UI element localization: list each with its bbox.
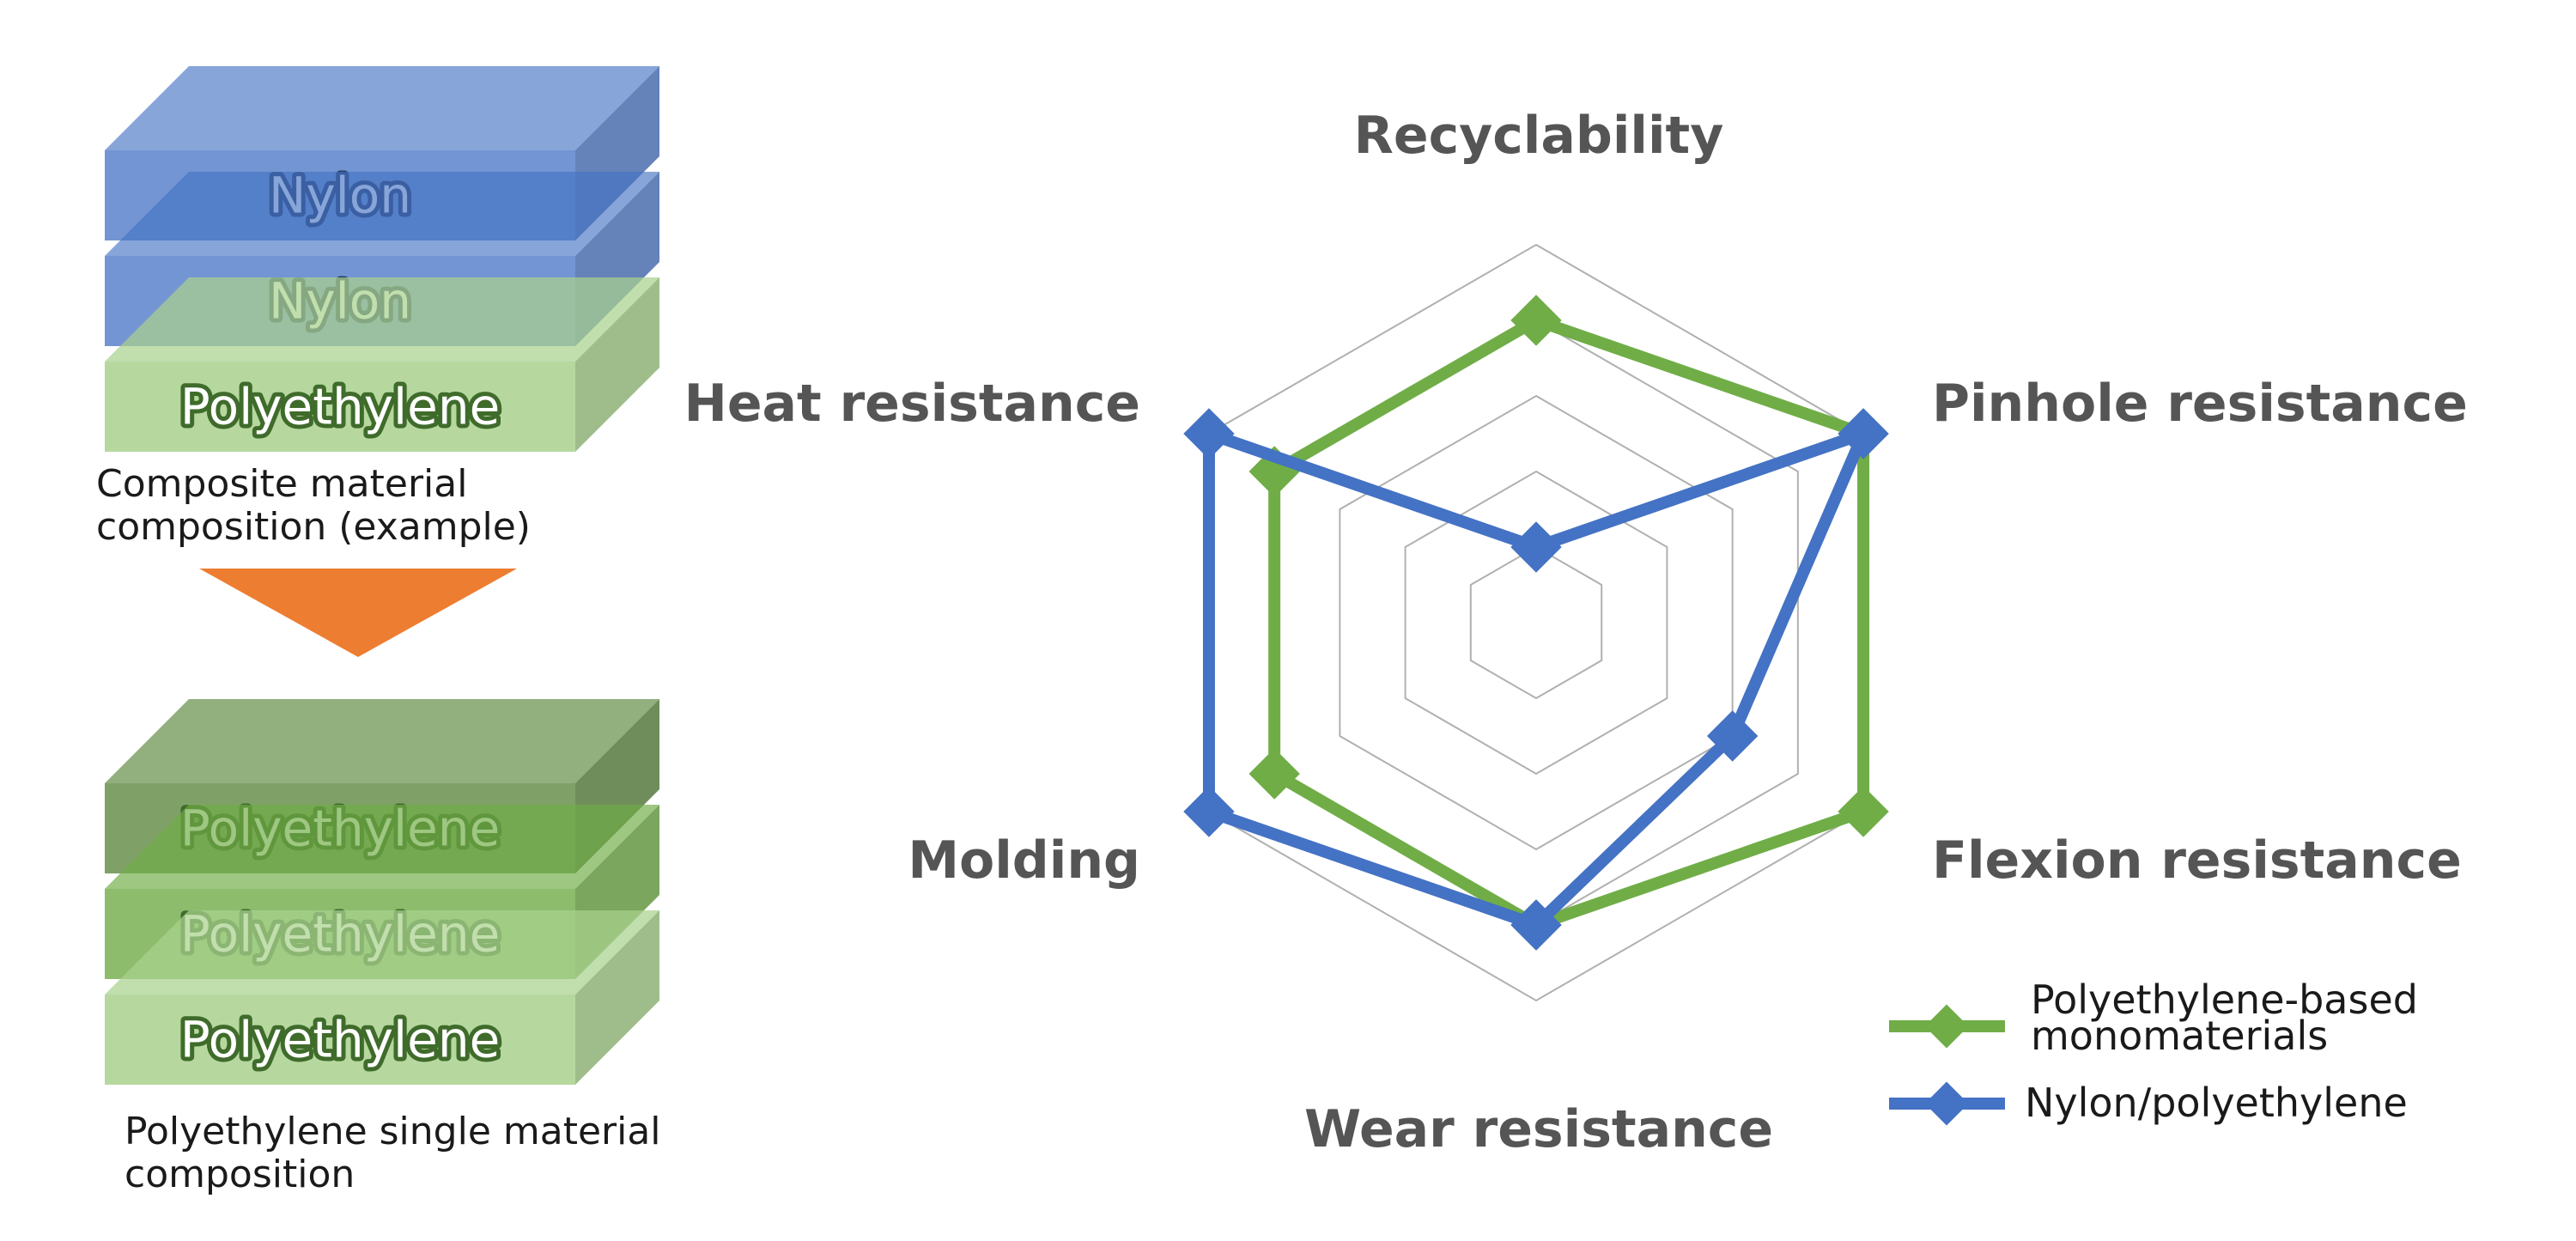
point-polyethylene-1 — [1510, 295, 1562, 346]
axis-label-wear-resistance: Wear resistance — [1304, 1099, 1773, 1159]
axis-label-heat-resistance: Heat resistance — [684, 374, 1140, 434]
composite-caption-line1: Composite material — [96, 462, 467, 506]
axis-label-recyclability: Recyclability — [1354, 106, 1724, 166]
single-caption-line1: Polyethylene single material — [125, 1110, 661, 1153]
single-layer-3: Polyethylene — [105, 910, 659, 1085]
point-nylon-6 — [1183, 408, 1235, 459]
down-arrow — [199, 569, 517, 657]
axis-label-flexion-resistance: Flexion resistance — [1932, 830, 2462, 891]
composite-layer-2-top — [105, 172, 659, 256]
composite-layer-3-side — [575, 277, 659, 452]
single-layer-3-label: Polyethylene — [180, 1011, 501, 1069]
single-layer-3-side — [575, 910, 659, 1085]
axis-label-pinhole-resistance: Pinhole resistance — [1932, 374, 2468, 434]
point-polyethylene-3 — [1838, 786, 1889, 837]
series-nylon — [1183, 408, 1889, 951]
single-layer-2-top — [105, 805, 659, 889]
composite-caption-line2: composition (example) — [96, 505, 531, 549]
point-polyethylene-5 — [1249, 748, 1300, 800]
point-nylon-1 — [1510, 521, 1562, 573]
composite-layer-3: Polyethylene — [105, 277, 659, 452]
grid-ring-3 — [1339, 394, 1734, 851]
composite-layer-3-top — [105, 277, 659, 362]
legend-label-polyethylene-line2: monomaterials — [2031, 1013, 2328, 1059]
legend-marker-polyethylene — [1924, 1004, 1969, 1049]
axis-label-molding: Molding — [908, 830, 1140, 891]
legend-marker-nylon — [1924, 1081, 1969, 1126]
composite-layer-3-label: Polyethylene — [180, 378, 501, 436]
radar-grid — [1207, 243, 1865, 1002]
point-nylon-4 — [1510, 899, 1562, 951]
radar-series — [1183, 295, 1889, 951]
grid-ring-5 — [1207, 243, 1865, 1002]
composite-layer-1-top — [105, 66, 659, 150]
single-caption-line2: composition — [125, 1153, 355, 1196]
grid-ring-4 — [1273, 319, 1799, 927]
grid-ring-1 — [1469, 545, 1603, 700]
point-nylon-5 — [1183, 786, 1235, 837]
grid-ring-2 — [1404, 470, 1668, 776]
single-layer-1-top — [105, 699, 659, 783]
point-nylon-2 — [1838, 408, 1889, 459]
point-nylon-3 — [1706, 710, 1759, 762]
composite-layer-3-front — [105, 362, 575, 452]
legend-label-polyethylene-line1: Polyethylene-based — [2031, 976, 2418, 1023]
legend: Polyethylene-based monomaterials Nylon/p… — [1889, 976, 2418, 1126]
single-layer-3-top — [105, 910, 659, 995]
legend-label-nylon: Nylon/polyethylene — [2025, 1080, 2408, 1126]
single-layer-3-front — [105, 995, 575, 1085]
